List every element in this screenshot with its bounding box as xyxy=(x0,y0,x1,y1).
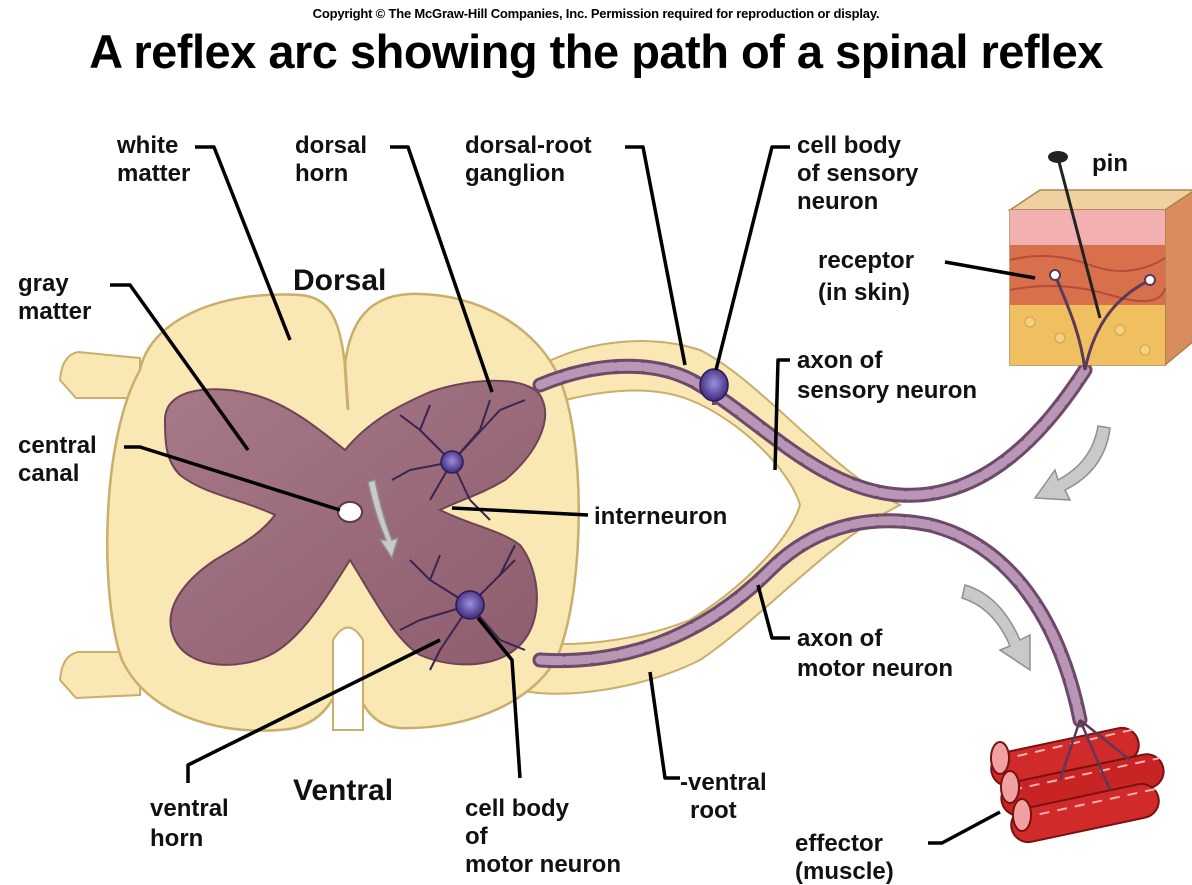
motor-axon-label: axon of motor neuron xyxy=(797,625,953,682)
sensory-direction-arrow xyxy=(1035,426,1110,500)
effector-label: effector (muscle) xyxy=(795,830,894,885)
central-canal-label: central canal xyxy=(18,432,103,487)
muscle-bundle xyxy=(988,720,1167,845)
skin-block xyxy=(1010,190,1192,370)
dorsal-label: Dorsal xyxy=(293,264,386,297)
gray-matter-label: gray matter xyxy=(18,270,91,325)
sensory-axon-label: axon of sensory neuron xyxy=(797,347,977,404)
ventral-horn-label: ventral horn xyxy=(150,795,235,852)
white-matter-label: white matter xyxy=(116,132,190,187)
dorsal-root-ganglion-label: dorsal-root ganglion xyxy=(465,132,598,187)
ventral-root-label: -ventral root xyxy=(680,769,773,824)
central-canal xyxy=(338,502,362,522)
motor-cell-body-label: cell body of motor neuron xyxy=(465,795,621,878)
pin-label: pin xyxy=(1092,150,1128,177)
ventral-label: Ventral xyxy=(293,774,393,807)
interneuron-label: interneuron xyxy=(594,503,727,530)
sensory-cell-body-label: cell body of sensory neuron xyxy=(797,132,925,215)
dorsal-horn-label: dorsal horn xyxy=(295,132,374,187)
receptor-label: receptor (in skin) xyxy=(818,247,921,306)
motor-direction-arrow xyxy=(962,585,1030,670)
